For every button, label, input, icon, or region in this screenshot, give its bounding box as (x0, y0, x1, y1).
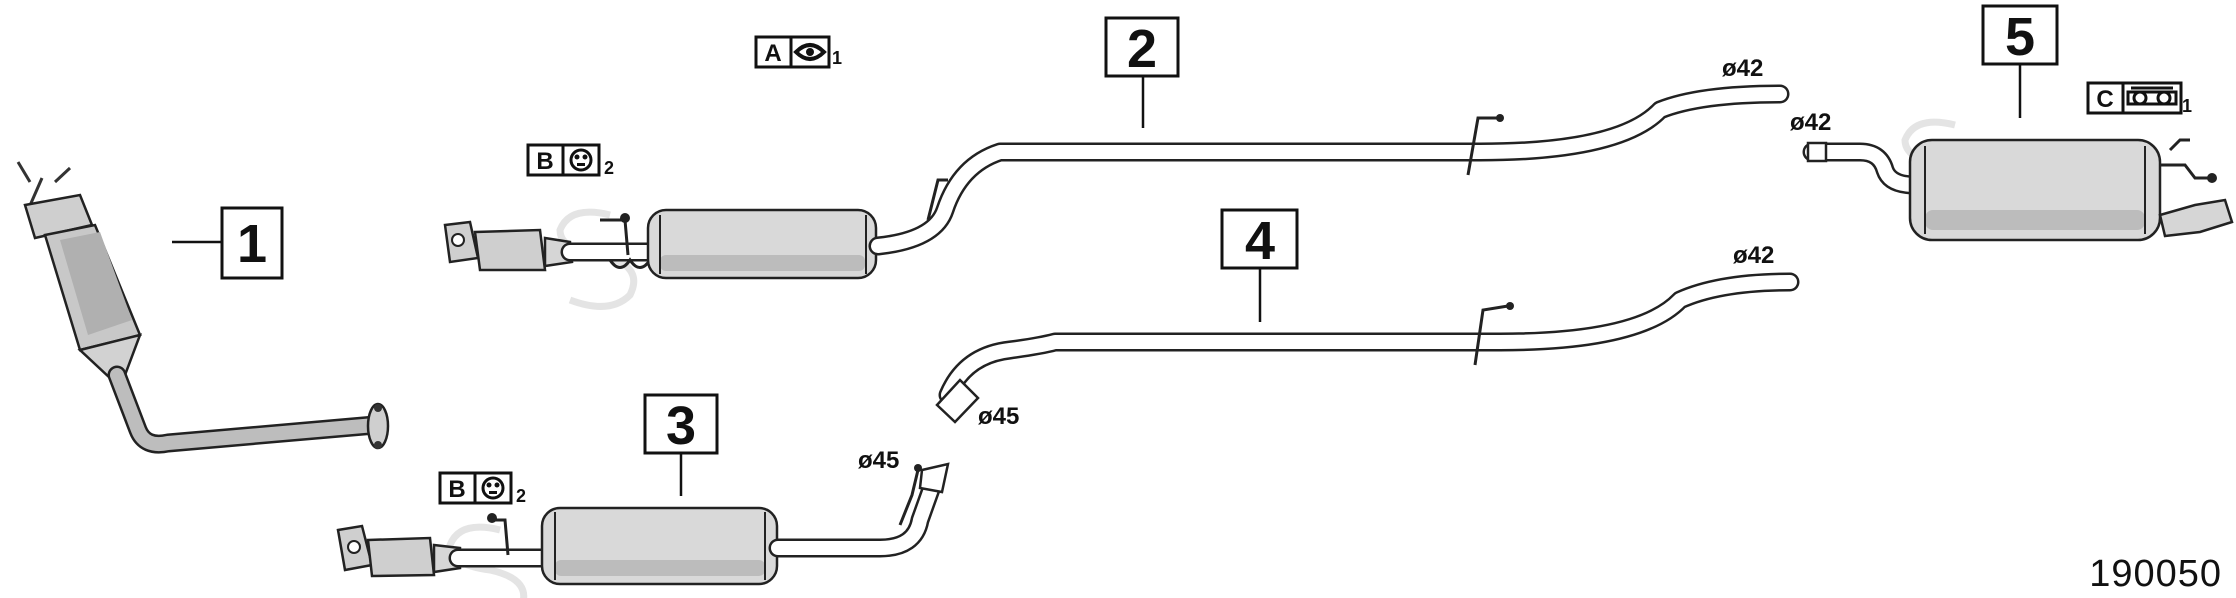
svg-text:C: C (2096, 86, 2113, 113)
clamp-icon (2126, 86, 2178, 106)
diameter-label-part3-outlet: ø45 (858, 447, 899, 474)
part-number-3: 3 (643, 393, 719, 456)
svg-text:B: B (536, 148, 553, 175)
rubber-hanger-icon (569, 148, 593, 172)
rear-silencer-assembly (1802, 138, 2234, 242)
diagram-reference-code: 190050 (2089, 553, 2222, 595)
mounting-key-b-upper: B 2 (526, 143, 614, 178)
svg-text:1: 1 (832, 48, 842, 68)
part-number-1: 1 (220, 206, 284, 280)
mounting-key-b-lower: B 2 (438, 471, 526, 506)
svg-text:1: 1 (237, 214, 267, 274)
svg-text:4: 4 (1245, 211, 1275, 271)
diameter-label-part4-outlet: ø42 (1733, 242, 1774, 269)
part-number-5: 5 (1981, 4, 2059, 67)
diameter-label-part4-inlet: ø45 (978, 403, 1019, 430)
catalytic-converter-assembly (16, 161, 390, 454)
svg-text:5: 5 (2005, 7, 2035, 67)
mounting-key-c: C 1 (2086, 81, 2192, 116)
mounting-key-a: A 1 (754, 35, 842, 69)
intermediate-pipe (935, 272, 1800, 424)
front-muffler-pipe-assembly (443, 84, 1790, 280)
svg-text:2: 2 (1127, 19, 1157, 79)
diameter-label-part5-inlet: ø42 (1790, 109, 1831, 136)
part-number-2: 2 (1104, 16, 1180, 79)
svg-text:B: B (448, 476, 465, 503)
front-muffler-short-assembly (336, 462, 950, 586)
diameter-label-part2-outlet: ø42 (1722, 55, 1763, 82)
svg-text:1: 1 (2182, 96, 2192, 116)
rubber-hanger-icon (481, 476, 505, 500)
gasket-icon (793, 43, 827, 61)
svg-text:A: A (764, 40, 781, 67)
svg-text:2: 2 (604, 158, 614, 178)
svg-text:3: 3 (666, 396, 696, 456)
part-number-4: 4 (1220, 208, 1299, 271)
svg-text:2: 2 (516, 486, 526, 506)
